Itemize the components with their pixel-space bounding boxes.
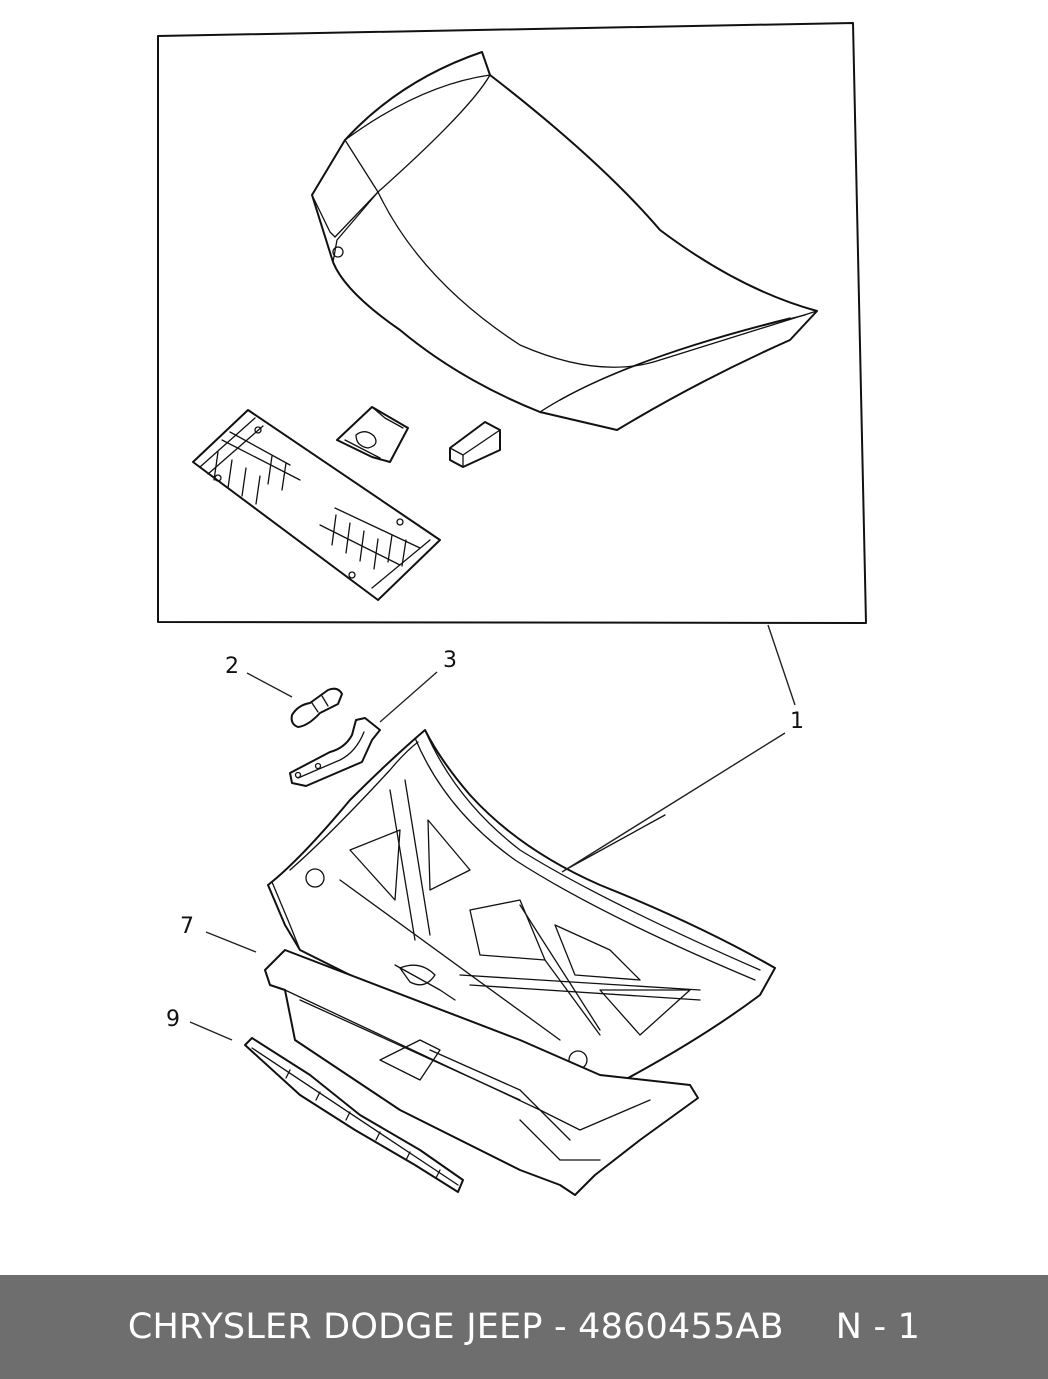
footer-bar: CHRYSLER DODGE JEEP - 4860455AB N - 1 xyxy=(0,1275,1048,1379)
callout-7: 7 xyxy=(180,914,194,939)
callout-2: 2 xyxy=(225,654,239,679)
hood-clip-part xyxy=(290,687,343,728)
weatherstrip-seal xyxy=(244,1037,464,1193)
part-number-text: CHRYSLER DODGE JEEP - 4860455AB xyxy=(127,1307,784,1347)
prop-rod-bracket xyxy=(289,717,381,787)
parts-diagram: 1 2 3 7 9 xyxy=(157,22,867,1196)
hood-outer-panel xyxy=(311,51,818,431)
inset-frame xyxy=(157,22,867,624)
page-number-text: N - 1 xyxy=(835,1307,921,1347)
hood-inner-structure xyxy=(267,729,776,1101)
callout-9: 9 xyxy=(166,1007,180,1032)
hood-silencer-panel xyxy=(192,409,441,601)
bumper-pad xyxy=(449,421,501,468)
striker-bracket xyxy=(336,406,409,463)
leader-lines xyxy=(189,671,786,1041)
callout-labels: 1 2 3 7 9 xyxy=(166,648,804,1032)
callout-3: 3 xyxy=(443,648,457,673)
callout-1: 1 xyxy=(790,709,804,734)
cowl-panel xyxy=(264,949,699,1196)
frame-leader-line xyxy=(767,624,796,706)
